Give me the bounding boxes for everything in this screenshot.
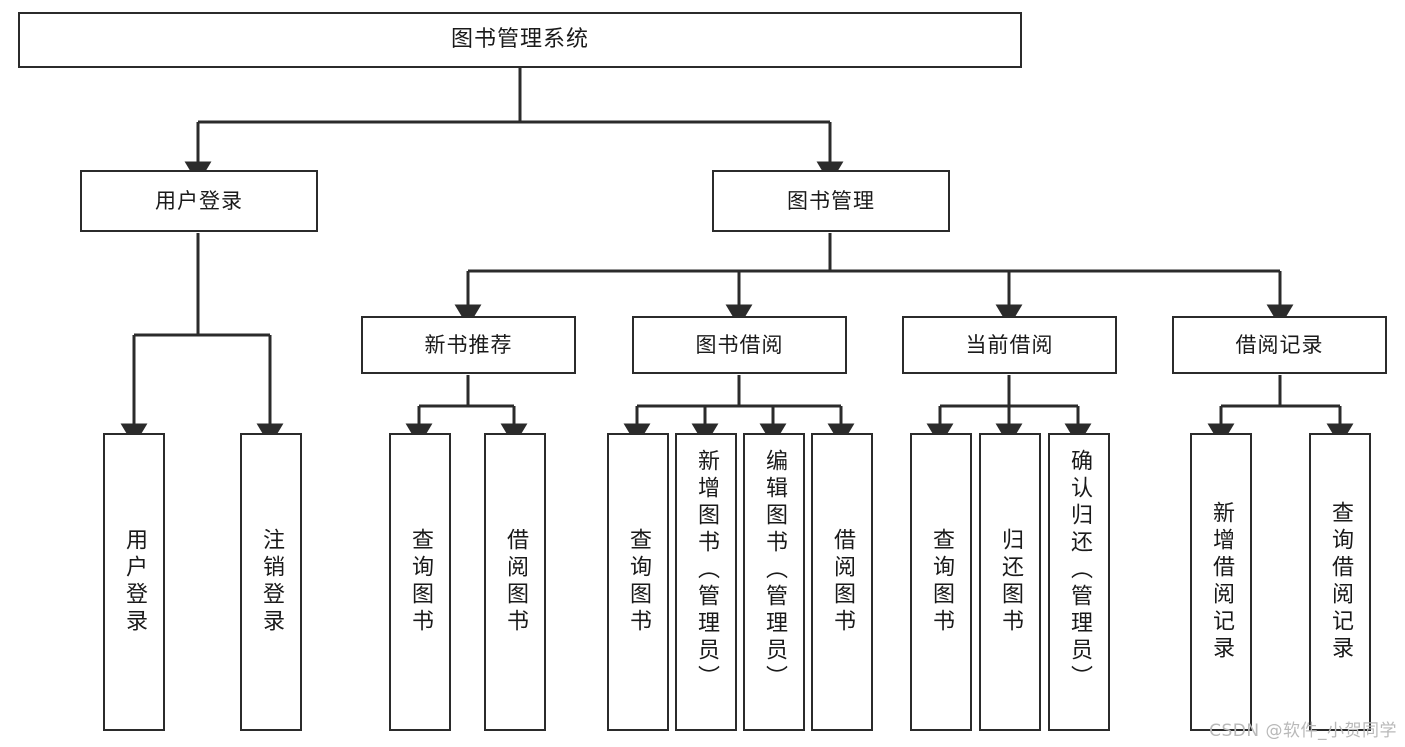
- leaf-logout[interactable]: 注销登录: [240, 433, 302, 731]
- leaf-query-borrow-record[interactable]: 查询借阅记录: [1309, 433, 1371, 731]
- node-label: 归还图书: [998, 528, 1023, 636]
- watermark-text: CSDN @软件_小贺同学: [1209, 721, 1397, 741]
- node-label: 图书借阅: [695, 332, 784, 357]
- node-label: 新书推荐: [424, 332, 513, 357]
- leaf-return-book[interactable]: 归还图书: [979, 433, 1041, 731]
- leaf-edit-book-admin[interactable]: 编辑图书（管理员）: [743, 433, 805, 731]
- leaf-query-book-new-recommend[interactable]: 查询图书: [389, 433, 451, 731]
- node-label: 编辑图书（管理员）: [762, 449, 787, 692]
- leaf-borrow-book[interactable]: 借阅图书: [811, 433, 873, 731]
- node-label: 当前借阅: [965, 332, 1054, 357]
- node-label: 借阅图书: [503, 528, 528, 636]
- node-borrow-record[interactable]: 借阅记录: [1172, 316, 1387, 374]
- node-label: 图书管理系统: [450, 27, 589, 53]
- leaf-add-book-admin[interactable]: 新增图书（管理员）: [675, 433, 737, 731]
- node-label: 确认归还（管理员）: [1067, 449, 1092, 692]
- node-label: 用户登录: [122, 528, 147, 636]
- node-label: 图书管理: [787, 188, 875, 213]
- node-new-book-recommend[interactable]: 新书推荐: [361, 316, 576, 374]
- leaf-query-book-current[interactable]: 查询图书: [910, 433, 972, 731]
- leaf-add-borrow-record[interactable]: 新增借阅记录: [1190, 433, 1252, 731]
- node-label: 注销登录: [259, 528, 284, 636]
- node-label: 查询图书: [626, 528, 651, 636]
- node-label: 查询图书: [929, 528, 954, 636]
- node-label: 新增借阅记录: [1209, 501, 1234, 663]
- node-label: 用户登录: [155, 188, 243, 213]
- node-user-login[interactable]: 用户登录: [80, 170, 318, 232]
- node-label: 新增图书（管理员）: [694, 449, 719, 692]
- node-root-book-management-system[interactable]: 图书管理系统: [18, 12, 1022, 68]
- node-label: 借阅记录: [1235, 332, 1324, 357]
- leaf-confirm-return-admin[interactable]: 确认归还（管理员）: [1048, 433, 1110, 731]
- node-label: 查询图书: [408, 528, 433, 636]
- node-label: 借阅图书: [830, 528, 855, 636]
- node-current-borrow[interactable]: 当前借阅: [902, 316, 1117, 374]
- node-book-management[interactable]: 图书管理: [712, 170, 950, 232]
- leaf-borrow-book-new-recommend[interactable]: 借阅图书: [484, 433, 546, 731]
- node-label: 查询借阅记录: [1328, 501, 1353, 663]
- leaf-query-book-borrow[interactable]: 查询图书: [607, 433, 669, 731]
- leaf-user-login[interactable]: 用户登录: [103, 433, 165, 731]
- node-book-borrow[interactable]: 图书借阅: [632, 316, 847, 374]
